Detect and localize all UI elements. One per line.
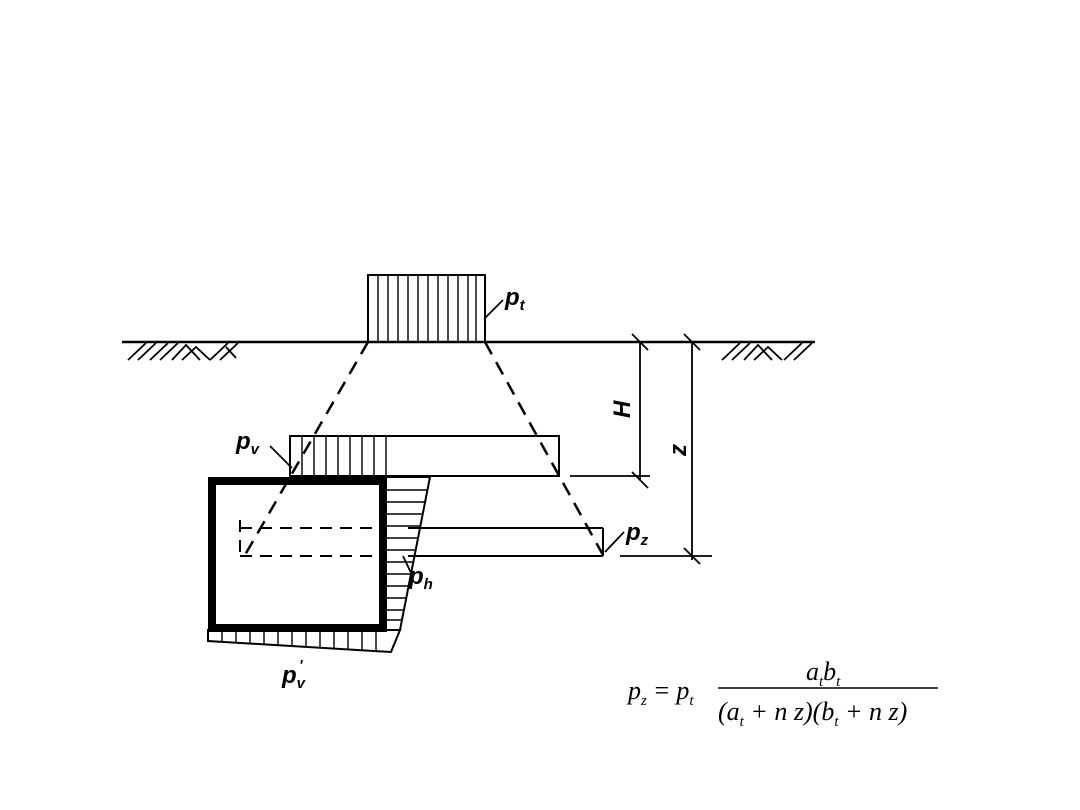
- ph-leader: [402, 555, 413, 576]
- label-ph: ph: [408, 563, 433, 593]
- soil-hatch-left: [127, 342, 239, 361]
- culvert-box: [208, 477, 387, 632]
- pressure-band-h: [269, 435, 560, 477]
- pressure-band-z: [408, 527, 625, 557]
- dimension-lines: [570, 333, 712, 565]
- svg-text:pz=pt: pz=pt: [626, 676, 694, 709]
- soil-hatch-right: [721, 342, 813, 361]
- inner-dashed-band: [239, 520, 382, 560]
- label-pv: pv: [235, 428, 261, 458]
- pressure-formula: pz=pt atbt (at + n z)(bt + n z): [626, 657, 938, 730]
- base-pressure-band: [207, 629, 402, 654]
- svg-text:(at + n z)(bt + n z): (at + n z)(bt + n z): [718, 697, 907, 730]
- label-pv-prime: pv': [281, 657, 307, 692]
- label-pt: pt: [504, 284, 526, 314]
- surface-load-block: [367, 274, 504, 343]
- pt-leader: [484, 299, 504, 319]
- label-depth-h: H: [609, 400, 636, 418]
- label-depth-z: z: [665, 444, 692, 457]
- lateral-pressure-wedge: [383, 476, 432, 631]
- ground-surface: [122, 340, 815, 361]
- svg-text:atbt: atbt: [806, 657, 841, 690]
- pv-leader: [269, 445, 293, 469]
- load-spread-lines: [243, 341, 605, 556]
- label-pz: pz: [625, 519, 649, 549]
- pz-leader: [604, 531, 625, 553]
